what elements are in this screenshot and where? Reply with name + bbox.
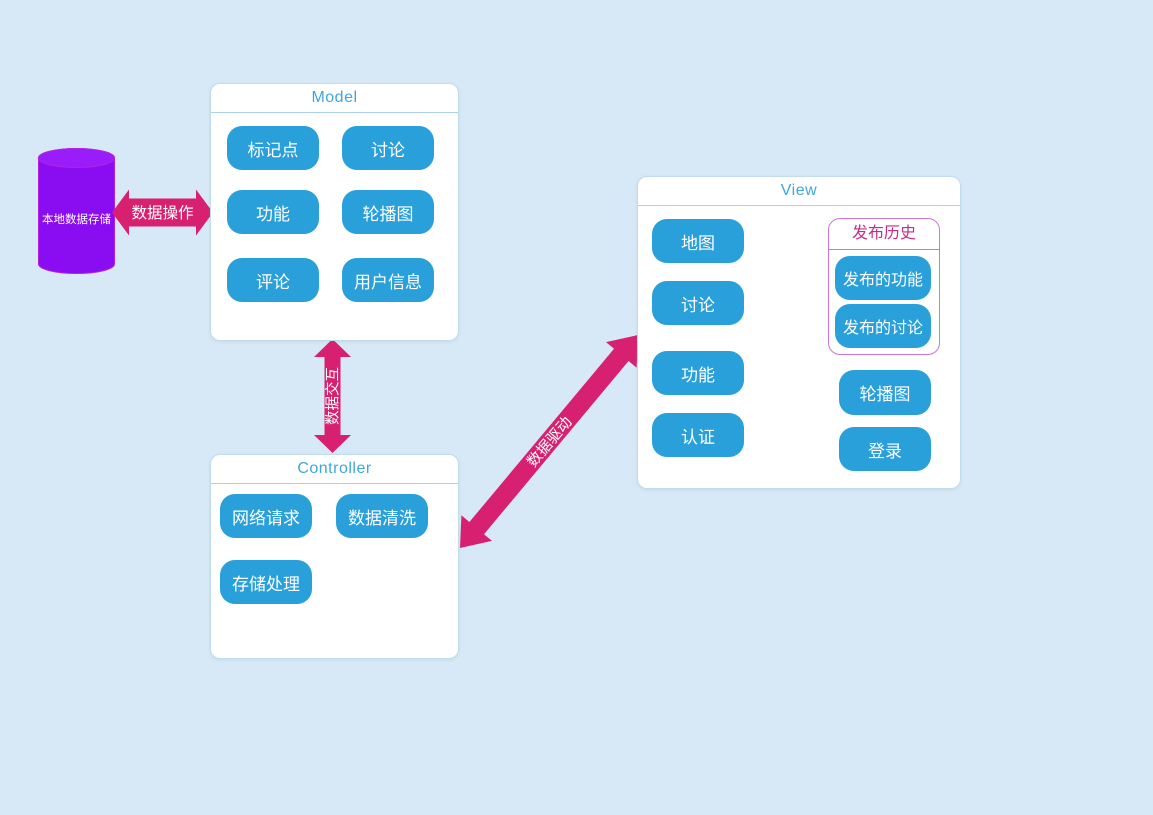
user-info-node: 用户信息: [342, 258, 434, 302]
publish-history-group: 发布历史 发布的功能 发布的讨论: [828, 218, 940, 355]
carousel-node: 轮播图: [839, 370, 931, 415]
arrow-data-operation: 数据操作: [112, 189, 213, 236]
cylinder-top: [38, 148, 115, 168]
model-panel-title: Model: [211, 84, 458, 113]
local-storage-label: 本地数据存储: [42, 212, 111, 226]
view-panel: View 地图 讨论 功能 认证 发布历史 发布的功能 发布的讨论 轮播图 登录: [637, 176, 961, 489]
double-arrow-shape: [112, 189, 213, 236]
published-discussion-node: 发布的讨论: [835, 304, 931, 348]
auth-node: 认证: [652, 413, 744, 457]
discussion-node: 讨论: [652, 281, 744, 325]
local-storage-cylinder: 本地数据存储: [38, 148, 115, 274]
arrow-data-driven: 数据驱动: [460, 335, 638, 548]
publish-history-title: 发布历史: [829, 219, 939, 250]
arrow-data-driven-label: 数据驱动: [524, 414, 576, 471]
storage-processing-node: 存储处理: [220, 560, 312, 604]
arrow-data-interaction: 数据交互: [314, 339, 351, 453]
view-panel-title: View: [638, 177, 960, 206]
data-cleaning-node: 数据清洗: [336, 494, 428, 538]
login-node: 登录: [839, 427, 931, 471]
discussion-node: 讨论: [342, 126, 434, 170]
carousel-node: 轮播图: [342, 190, 434, 234]
comment-node: 评论: [227, 258, 319, 302]
network-request-node: 网络请求: [220, 494, 312, 538]
model-panel: Model 标记点 讨论 功能 轮播图 评论 用户信息: [210, 83, 459, 341]
published-feature-node: 发布的功能: [835, 256, 931, 300]
arrow-data-interaction-label: 数据交互: [324, 367, 342, 425]
double-arrow-shape: [314, 339, 351, 453]
marker-point-node: 标记点: [227, 126, 319, 170]
controller-panel: Controller 网络请求 数据清洗 存储处理: [210, 454, 459, 659]
feature-node: 功能: [652, 351, 744, 395]
feature-node: 功能: [227, 190, 319, 234]
controller-panel-title: Controller: [211, 455, 458, 484]
map-node: 地图: [652, 219, 744, 263]
arrow-data-operation-label: 数据操作: [131, 204, 193, 222]
double-arrow-shape: [460, 335, 638, 548]
